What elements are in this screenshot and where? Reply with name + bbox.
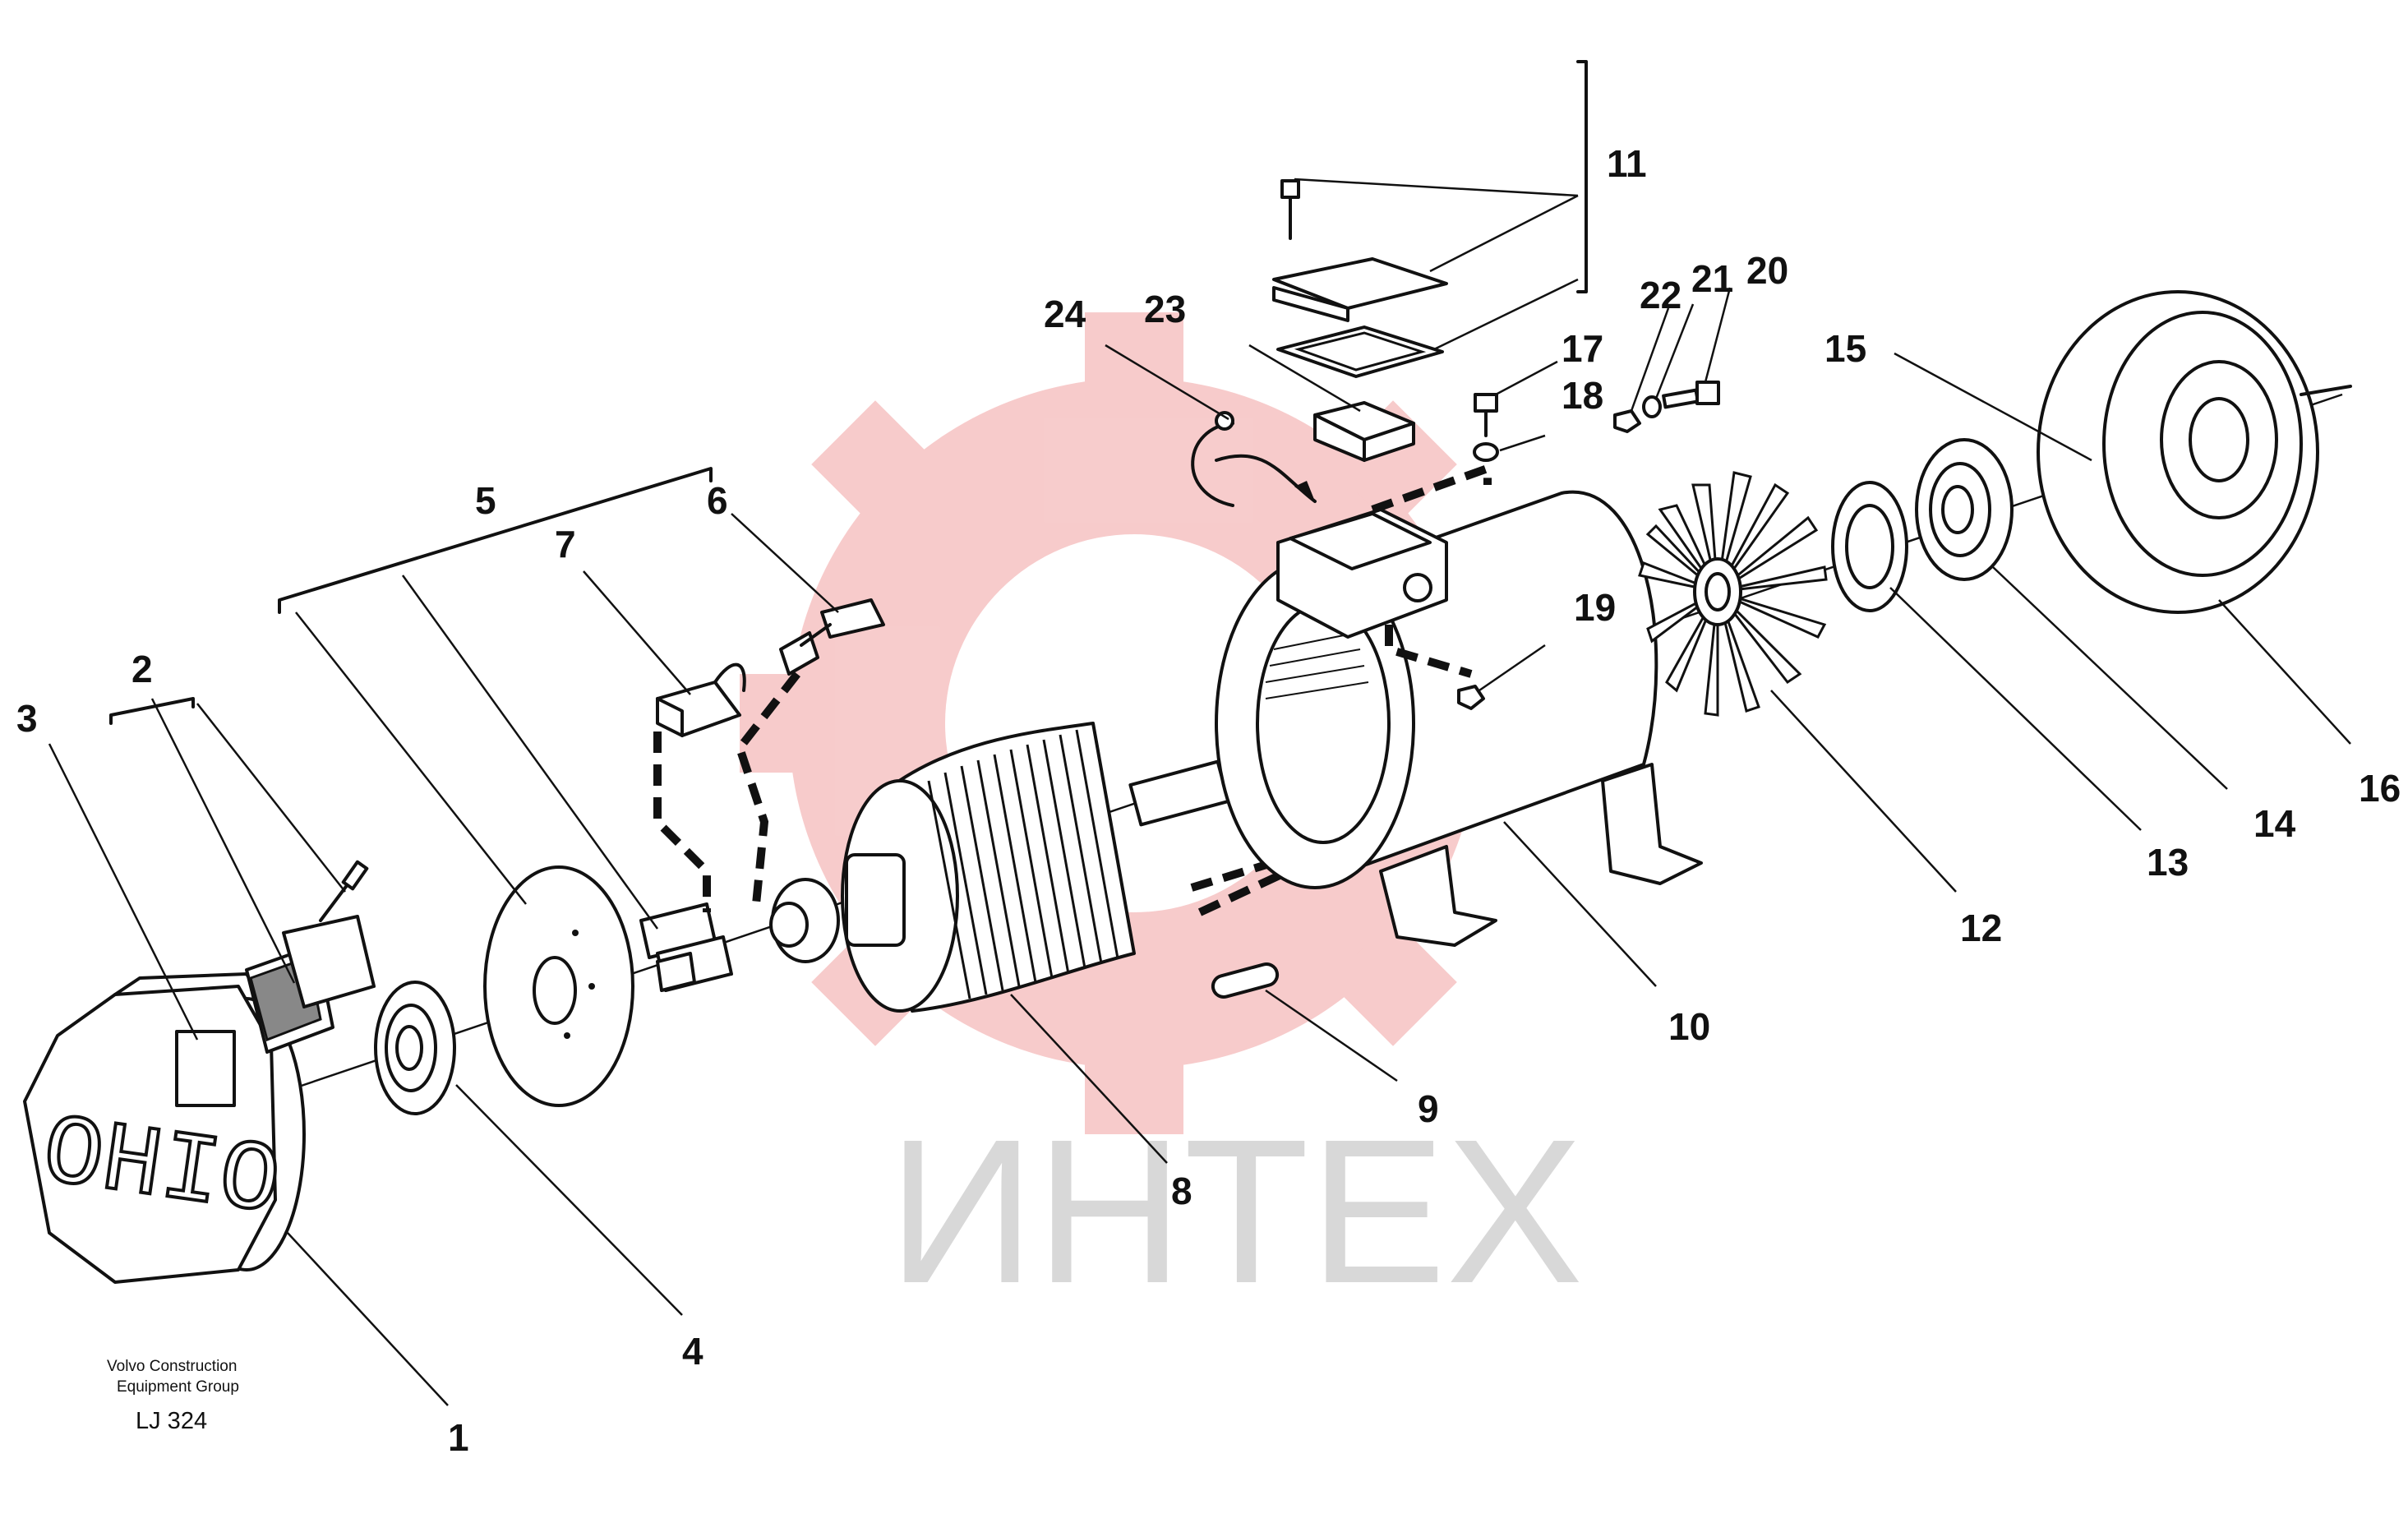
stator-housing <box>1215 490 1703 947</box>
brush-block <box>656 662 746 737</box>
brush-lead-dashed-2 <box>735 671 800 905</box>
callout-5: 5 <box>475 479 496 522</box>
brush-clip <box>779 598 885 676</box>
callout-1: 1 <box>448 1416 469 1459</box>
footer-line-2: Equipment Group <box>117 1378 239 1396</box>
callout-20: 20 <box>1746 249 1788 292</box>
group-bracket-2 <box>109 697 195 725</box>
callout-9: 9 <box>1418 1087 1439 1130</box>
retaining-clip-24 <box>1191 411 1317 507</box>
callout-14: 14 <box>2253 802 2296 845</box>
callout-19: 19 <box>1574 586 1616 629</box>
callout-17: 17 <box>1562 327 1603 370</box>
terminal-block <box>1313 401 1415 462</box>
callout-24: 24 <box>1044 293 1086 335</box>
callout-8: 8 <box>1171 1170 1192 1212</box>
brush-holder-disc <box>483 865 634 1107</box>
bearing-rear <box>1915 438 2014 581</box>
callout-10: 10 <box>1668 1005 1710 1048</box>
group-bracket-5 <box>278 467 713 614</box>
cooling-fan <box>1638 471 1828 717</box>
brush-lead-dashed-1 <box>653 732 711 912</box>
footer-code: LJ 324 <box>136 1408 207 1434</box>
callout-22: 22 <box>1640 274 1681 316</box>
seal-ring <box>1831 481 1908 612</box>
callout-13: 13 <box>2147 841 2189 884</box>
callout-18: 18 <box>1562 374 1603 417</box>
shaft-key <box>1211 962 1280 999</box>
callout-labels: 1 2 3 4 5 6 7 8 9 10 11 12 13 14 15 16 1… <box>16 142 2401 1459</box>
group-bracket-11 <box>1576 60 1588 293</box>
callout-6: 6 <box>707 479 728 522</box>
callout-11: 11 <box>1607 142 1647 185</box>
callout-21: 21 <box>1691 257 1733 300</box>
pulley <box>2037 290 2352 614</box>
terminal-dashed-line <box>1371 462 1492 678</box>
terminal-cover <box>1272 179 1448 378</box>
callout-2: 2 <box>131 648 153 690</box>
callout-15: 15 <box>1824 327 1866 370</box>
callout-4: 4 <box>682 1330 703 1373</box>
callout-23: 23 <box>1144 288 1186 330</box>
callout-7: 7 <box>555 523 576 565</box>
footer-line-1: Volvo Construction <box>107 1358 237 1375</box>
cover-plate <box>245 860 376 1054</box>
fasteners <box>1457 381 1720 710</box>
callout-12: 12 <box>1960 907 2002 949</box>
brush-holders <box>639 902 733 992</box>
callout-3: 3 <box>16 697 38 740</box>
footer: Volvo Construction Equipment Group LJ 32… <box>107 1358 239 1434</box>
end-cover: OHIO <box>23 972 306 1284</box>
callout-16: 16 <box>2359 767 2401 810</box>
bearing-front <box>374 981 456 1115</box>
watermark-text: ИНТЕХ <box>888 1096 1583 1326</box>
leader-lines <box>48 178 2351 1406</box>
terminal-box <box>1276 508 1448 639</box>
rotor <box>769 722 1230 1013</box>
